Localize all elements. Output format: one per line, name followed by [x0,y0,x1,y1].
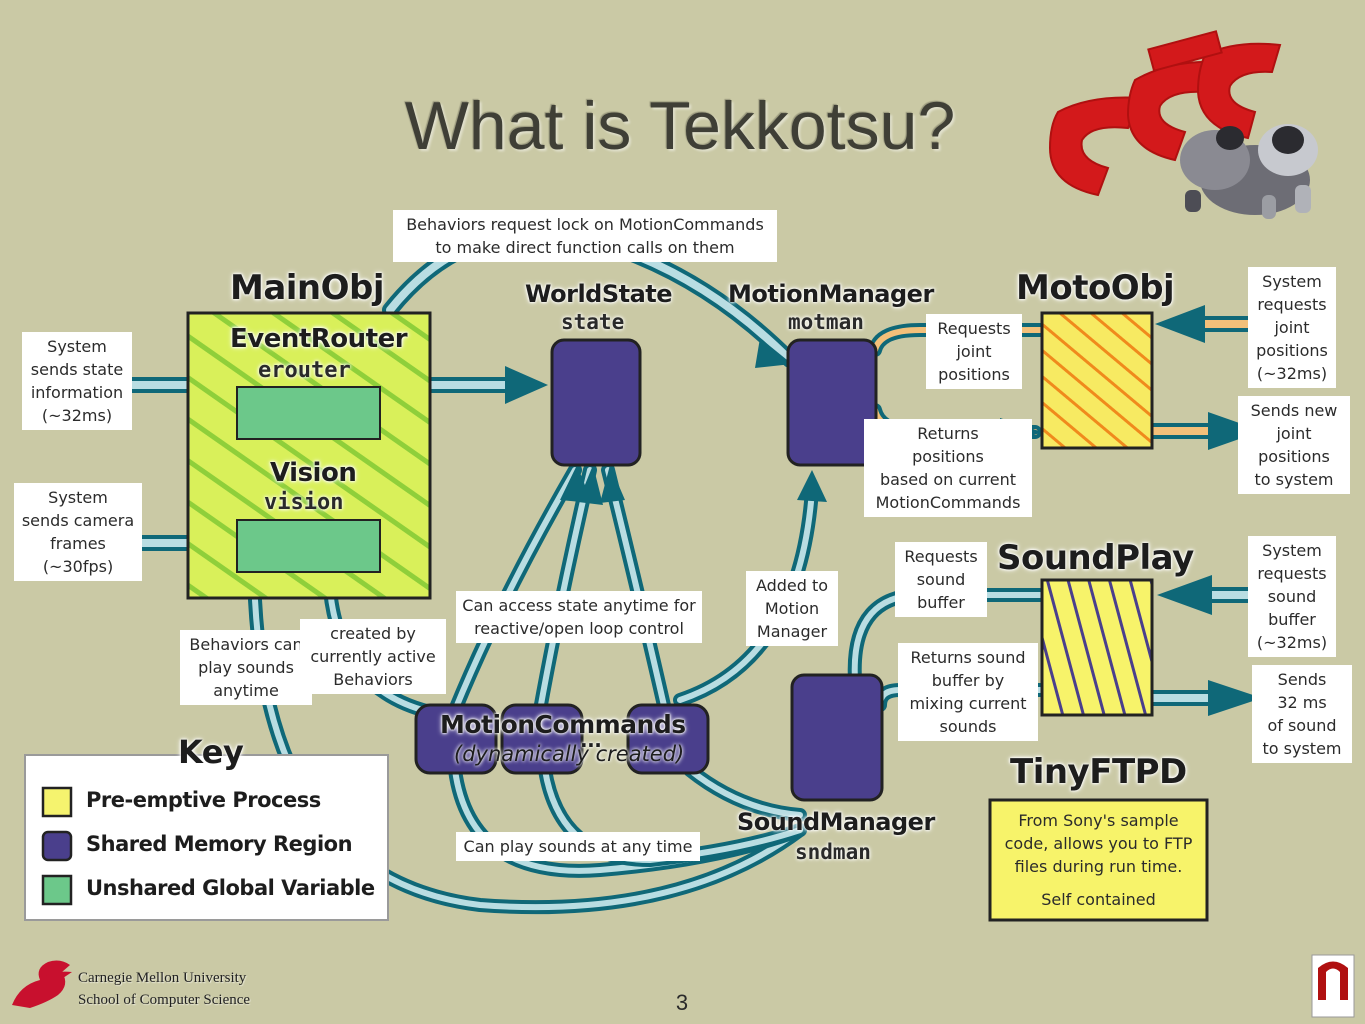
note-sends-32: Sends 32 ms of sound to system [1254,667,1350,761]
note-sends-joint: Sends new joint positions to system [1240,398,1348,492]
footer-school: School of Computer Science [78,992,251,1008]
key-item-shared: Shared Memory Region [86,832,353,856]
motoobj-label: MotoObj [1016,268,1175,308]
note-returns-positions: Returns positions based on current Motio… [866,421,1030,515]
motionmanager-label: MotionManager [728,280,934,308]
note-added-motion: Added to Motion Manager [748,573,836,644]
motman-label: motman [788,310,864,334]
motioncommands-ellipsis: ... [580,728,602,752]
mainobj-label: MainObj [230,268,385,308]
note-created-by: created by currently active Behaviors [302,621,444,692]
slide-title: What is Tekkotsu? [404,88,956,164]
vision-label: Vision [270,458,357,488]
sndman-label: sndman [795,840,871,864]
tinyftpd-self-contained: Self contained [1041,890,1156,909]
worldstate-label: WorldState [525,280,673,308]
note-returns-sound: Returns sound buffer by mixing current s… [900,645,1036,739]
key-item-preemptive: Pre-emptive Process [86,788,321,812]
note-system-sound: System requests sound buffer (~32ms) [1250,538,1334,655]
key-title: Key [178,733,244,771]
vision-var-label: vision [264,490,344,515]
footer-university: Carnegie Mellon University [78,970,247,986]
note-behaviors-sounds: Behaviors can play sounds anytime [182,632,310,703]
dynamically-created-label: (dynamically created) [454,742,685,766]
note-behaviors-lock: Behaviors request lock on MotionCommands… [395,212,775,260]
soundmanager-label: SoundManager [737,808,935,836]
tinyftpd-description: From Sony's sample code, allows you to F… [1004,811,1193,876]
soundplay-label: SoundPlay [997,538,1194,578]
note-requests-sound: Requests sound buffer [897,544,985,615]
key-item-unshared: Unshared Global Variable [86,876,375,900]
note-access-state: Can access state anytime for reactive/op… [458,593,700,641]
note-system-camera: System sends camera frames (~30fps) [16,485,140,579]
state-label: state [561,310,625,334]
note-system-state: System sends state information (~32ms) [24,334,130,428]
note-requests-joint: Requests joint positions [928,316,1020,387]
note-play-sounds: Can play sounds at any time [458,834,698,859]
note-system-joint: System requests joint positions (~32ms) [1250,269,1334,386]
page-number: 3 [675,990,689,1015]
erouter-label: erouter [258,358,351,383]
eventrouter-label: EventRouter [230,324,408,354]
tinyftpd-label: TinyFTPD [1010,752,1187,792]
motioncommands-label: MotionCommands [440,710,686,739]
